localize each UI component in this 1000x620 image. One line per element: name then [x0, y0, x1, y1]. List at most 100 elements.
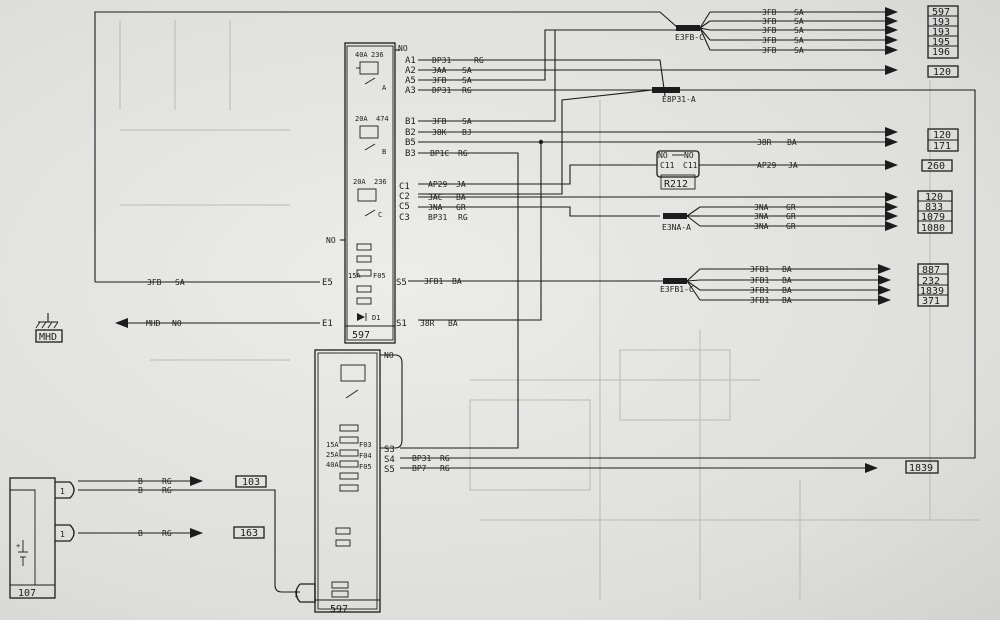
battery-terminal-2-pin: 1	[60, 530, 65, 539]
splice-e8p31-a-label: E8P31-A	[662, 95, 696, 104]
lower-pin-s5: S5	[384, 465, 395, 475]
battery-label: 107	[18, 588, 36, 599]
pin-s1: S1	[396, 319, 407, 329]
pin-c2: C2	[399, 192, 410, 202]
s5-fan-code-1: 3FB1	[750, 265, 769, 274]
l-s5-code: BP7	[412, 464, 427, 473]
lower-fuse-3-code: F05	[359, 463, 372, 471]
lower-fuse-2-rating: 25A	[326, 451, 339, 459]
relay-c-rating: 20A	[353, 178, 366, 186]
fanout-top-code-1: 3FB	[762, 8, 777, 17]
splice-e3na-a	[663, 213, 687, 219]
relay-a-code: 236	[371, 51, 384, 59]
upper-fuse-rating: 15A	[348, 272, 361, 280]
relay-c-letter: C	[378, 211, 382, 219]
s5-3fb1-fan: 3FB1 BA E3FB1-C 3FB1 BA 3FB1 BA 3FB1 BA …	[408, 263, 949, 307]
c5-code: 3NA	[428, 203, 443, 212]
target-box-a2	[927, 65, 959, 78]
s1-code: 38R	[420, 319, 435, 328]
pin-b1: B1	[405, 117, 416, 127]
c1-color: JA	[456, 180, 466, 189]
lower-pin-s3: S3	[384, 445, 395, 455]
target-120-c2: 120	[925, 192, 943, 203]
splice-e3fb1-c-label: E3FB1-C	[660, 285, 694, 294]
batt3-color: RG	[162, 529, 172, 538]
splice-e3na-a-label: E3NA-A	[662, 223, 691, 232]
b2-code: 38K	[432, 128, 447, 137]
s5-fan-code-2: 3FB1	[750, 276, 769, 285]
fanout-top-code-3: 3FB	[762, 26, 777, 35]
c1-code: AP29	[428, 180, 447, 189]
c5-fan-color-2: GR	[786, 212, 796, 221]
ap29-out-color: JA	[788, 161, 798, 170]
lower-fuse-2-code: F04	[359, 452, 372, 460]
lower-fuse-3	[339, 449, 359, 457]
target-1079: 1079	[921, 212, 945, 223]
a1-code: DP31	[432, 56, 451, 65]
fanout-top-code-5: 3FB	[762, 46, 777, 55]
pin-s5: S5	[396, 278, 407, 288]
relay-c-code: 236	[374, 178, 387, 186]
mhd-label: MHD	[39, 332, 57, 343]
a5-code: 3FB	[432, 76, 447, 85]
e5-wire-color: SA	[175, 278, 185, 287]
lower-unit-terminal	[295, 583, 316, 603]
splice-e3fb1-c	[663, 278, 687, 284]
target-box-163	[233, 526, 265, 539]
relay-a-rating: 40A	[355, 51, 368, 59]
pin-c1: C1	[399, 182, 410, 192]
pin-e5: E5	[322, 278, 333, 288]
upper-fuse-2	[356, 255, 372, 263]
target-box-260	[921, 159, 953, 172]
c5-fan-code-3: 3NA	[754, 222, 769, 231]
pin-a3: A3	[405, 86, 416, 96]
relay-b-code: 474	[376, 115, 389, 123]
relay-b-rating: 20A	[355, 115, 368, 123]
target-box-c	[917, 190, 953, 234]
s5-fan-color-4: BA	[782, 296, 792, 305]
b3-code: BP1C	[430, 149, 449, 158]
pin-a5: A5	[405, 76, 416, 86]
upper-unit-597: 597 NO 40A 236 A 20A 474 B 20A 236 C 15A…	[322, 42, 416, 344]
splice-3fb-c-label: E3FB-C	[675, 33, 704, 42]
target-box-1839	[905, 460, 939, 474]
a3-color: RG	[462, 86, 472, 95]
r212-no-left: NO	[658, 151, 668, 160]
fanout-top-color-2: SA	[794, 17, 804, 26]
lower-fuse-1-rating: 15A	[326, 441, 339, 449]
mhd-arrow	[115, 318, 128, 328]
s1-e1-ground: 38R BA MHD NO MHD	[35, 313, 458, 343]
splice-3fb-c	[676, 25, 700, 31]
target-1839-s5: 1839	[920, 286, 944, 297]
lower-fuse-3-rating: 40A	[326, 461, 339, 469]
a-group-wires: DP31 RG 3AA SA 120 3FB SA DP31 RG E8P31-…	[418, 29, 976, 459]
battery-box	[9, 477, 56, 599]
upper-fuse-3	[356, 269, 372, 277]
a1-color: RG	[474, 56, 484, 65]
relay-c-coil	[357, 188, 377, 202]
pin-c5: C5	[399, 202, 410, 212]
pin-b5: B5	[405, 138, 416, 148]
l-s5-color: RG	[440, 464, 450, 473]
target-371: 371	[922, 296, 940, 307]
batt1-color: RG	[162, 477, 172, 486]
battery-terminal-1	[55, 481, 75, 499]
target-232: 232	[922, 276, 940, 287]
a2-color: SA	[462, 66, 472, 75]
fanout-top-color-4: SA	[794, 36, 804, 45]
relay-b-coil	[359, 125, 379, 139]
s5-code: 3FB1	[424, 277, 443, 286]
batt3-code: B	[138, 529, 143, 538]
r212-c11-right: C11	[683, 161, 698, 170]
lower-fuse-8	[335, 539, 351, 547]
upper-unit-label: 597	[352, 330, 370, 341]
relay-a-coil	[359, 61, 379, 75]
target-box-103	[235, 475, 267, 488]
lower-output-wires: BP31 RG BP7 RG 1839	[400, 454, 939, 474]
b2-color: BJ	[462, 128, 472, 137]
lower-fuse-6	[339, 484, 359, 492]
background-ghost-lines	[119, 20, 980, 600]
r212-c11-left: C11	[660, 161, 675, 170]
s5-fan-color-2: BA	[782, 276, 792, 285]
